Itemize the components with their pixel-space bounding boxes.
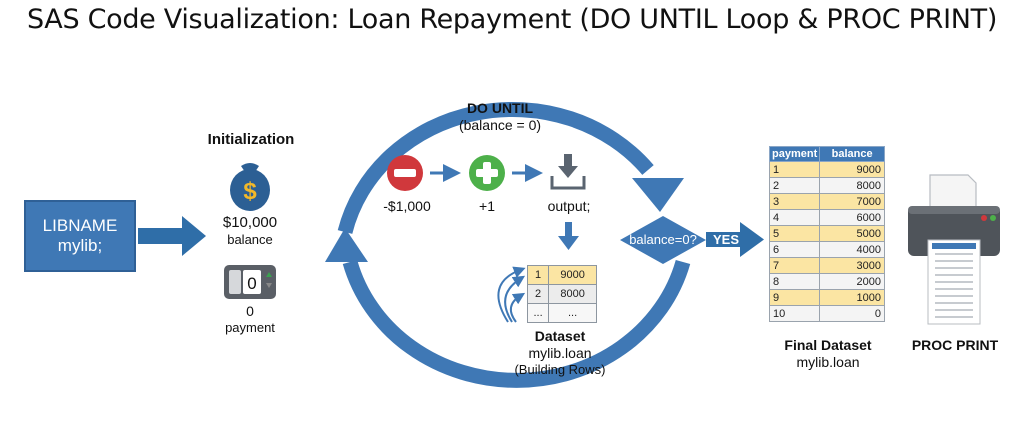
- balance-cell: 1000: [819, 289, 885, 306]
- payment-cell: 8: [768, 273, 821, 290]
- payment-cell: 3: [768, 193, 821, 210]
- payment-cell: 2: [768, 177, 821, 194]
- initialization-heading: Initialization: [207, 131, 295, 148]
- table-cell: ...: [526, 303, 550, 323]
- column-header-payment: payment: [768, 146, 821, 162]
- payment-cell: 7: [768, 257, 821, 274]
- download-icon: [550, 154, 586, 190]
- minus-step-label: -$1,000: [383, 198, 431, 214]
- balance-cell: 9000: [819, 161, 885, 178]
- table-cell: 1: [526, 265, 550, 285]
- table-cell: 2: [526, 284, 550, 304]
- output-arrow: [558, 222, 579, 250]
- balance-cell: 3000: [819, 257, 885, 274]
- money-bag-icon: $: [230, 163, 270, 211]
- column-header-balance: balance: [819, 146, 885, 162]
- final-dataset-heading: Final Dataset: [784, 337, 872, 353]
- balance-cell: 2000: [819, 273, 885, 290]
- final-dataset-name: mylib.loan: [796, 354, 860, 370]
- output-step-label: output;: [547, 198, 591, 214]
- do-until-heading: DO UNTIL: [466, 100, 534, 116]
- table-header-row: payment balance: [768, 146, 885, 162]
- plus-circle-icon: [469, 155, 505, 191]
- payment-cell: 5: [768, 225, 821, 242]
- plus-step-label: +1: [479, 198, 495, 214]
- page-title: SAS Code Visualization: Loan Repayment (…: [26, 4, 998, 35]
- payment-cell: 9: [768, 289, 821, 306]
- minus-circle-icon: [387, 155, 423, 191]
- decision-condition: balance=0?: [629, 232, 697, 247]
- dataset-note: (Building Rows): [514, 362, 606, 377]
- table-row: 1 9000: [526, 265, 597, 285]
- payment-cell: 4: [768, 209, 821, 226]
- proc-print-label: PROC PRINT: [911, 337, 999, 353]
- table-cell: ...: [548, 303, 597, 323]
- decision-diamond: [620, 216, 706, 264]
- table-row: ... ...: [526, 303, 597, 323]
- building-dataset-table: 1 9000 2 8000 ... ...: [526, 265, 597, 323]
- loop-ring: [325, 102, 691, 388]
- balance-value: $10,000: [222, 214, 278, 231]
- balance-cell: 4000: [819, 241, 885, 258]
- counter-digit: 0: [247, 274, 256, 293]
- table-cell: 8000: [548, 284, 597, 304]
- do-until-condition: (balance = 0): [458, 117, 542, 133]
- dataset-heading: Dataset: [534, 328, 586, 344]
- payment-cell: 10: [768, 305, 821, 322]
- balance-label: balance: [227, 232, 273, 247]
- balance-cell: 7000: [819, 193, 885, 210]
- yes-arrow: [706, 222, 764, 257]
- libname-library: mylib;: [57, 236, 103, 255]
- svg-text:$: $: [243, 178, 257, 205]
- balance-cell: 0: [819, 305, 885, 322]
- table-cell: 9000: [548, 265, 597, 285]
- libname-keyword: LIBNAME: [42, 216, 118, 235]
- payment-value: 0: [246, 303, 254, 319]
- yes-label: YES: [712, 232, 739, 247]
- balance-cell: 6000: [819, 209, 885, 226]
- payment-cell: 1: [768, 161, 821, 178]
- payment-cell: 6: [768, 241, 821, 258]
- building-rows-arrows: [497, 266, 526, 323]
- balance-cell: 8000: [819, 177, 885, 194]
- counter-icon: 0: [224, 265, 276, 299]
- printer-icon: [908, 174, 1000, 325]
- payment-label: payment: [225, 320, 275, 335]
- libname-arrow: [138, 216, 206, 256]
- libname-box: LIBNAME mylib;: [24, 200, 136, 272]
- dataset-name: mylib.loan: [528, 345, 592, 361]
- table-row: 2 8000: [526, 284, 597, 304]
- balance-cell: 5000: [819, 225, 885, 242]
